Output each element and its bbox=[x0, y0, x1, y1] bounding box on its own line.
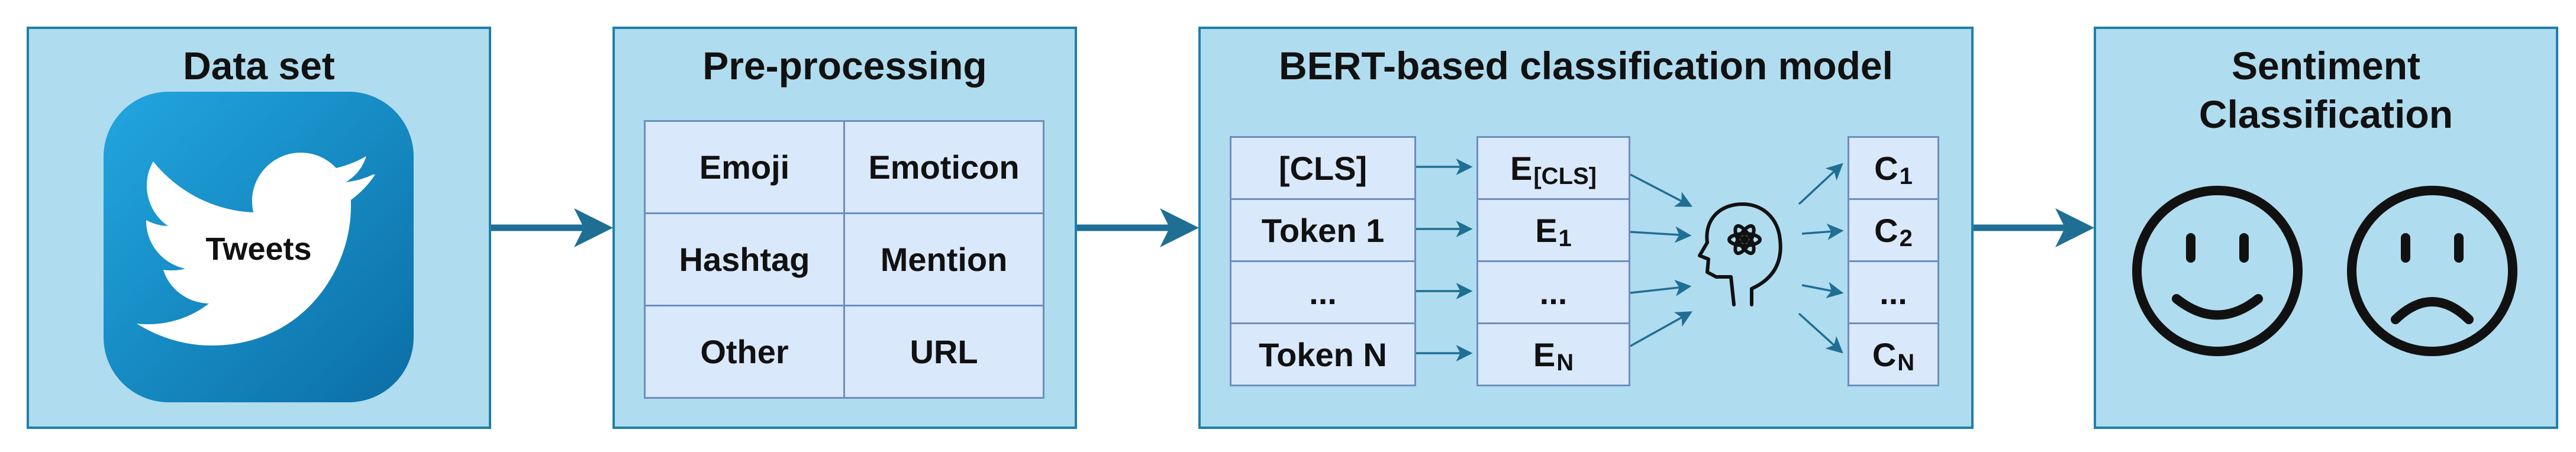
preprocessing-cell-emoticon: Emoticon bbox=[843, 120, 1044, 214]
sad-face-icon bbox=[2347, 186, 2517, 356]
input-token-n: Token N bbox=[1230, 322, 1416, 386]
arrow-emb-cls-to-model bbox=[1630, 173, 1693, 207]
input-token-cls: [CLS] bbox=[1230, 136, 1416, 200]
embedding-ellipsis: ... bbox=[1476, 260, 1630, 324]
output-ellipsis-base: ... bbox=[1879, 273, 1907, 311]
tweets-label: Tweets bbox=[205, 231, 312, 267]
arrow-model-to-cn bbox=[1798, 312, 1843, 354]
embedding-n-base: E bbox=[1533, 335, 1556, 373]
preprocessing-title: Pre-processing bbox=[702, 44, 987, 88]
output-cn-sub: N bbox=[1897, 349, 1915, 376]
sentiment-title-line2: Classification bbox=[2198, 92, 2454, 136]
embedding-cls-base: E bbox=[1510, 149, 1533, 187]
output-c2-base: C bbox=[1874, 211, 1898, 249]
embedding-cls-sub: [CLS] bbox=[1533, 163, 1597, 189]
output-c1-sub: 1 bbox=[1899, 163, 1913, 189]
embedding-n-sub: N bbox=[1556, 349, 1574, 376]
output-cn-base: C bbox=[1872, 335, 1897, 373]
preprocessing-cell-url: URL bbox=[843, 305, 1044, 399]
output-ellipsis: ... bbox=[1848, 260, 1939, 324]
arrow-model-to-c2 bbox=[1801, 223, 1844, 240]
sentiment-title-line1: Sentiment bbox=[2231, 44, 2421, 88]
embedding-cls: E[CLS] bbox=[1476, 136, 1630, 200]
bert-title: BERT-based classification model bbox=[1279, 44, 1893, 88]
arrow-emb-ellipsis-to-model bbox=[1630, 279, 1692, 296]
embedding-1-base: E bbox=[1535, 211, 1558, 249]
embedding-ellipsis-base: ... bbox=[1539, 273, 1568, 311]
arrow-emb-n-to-model bbox=[1630, 311, 1693, 347]
arrow-emb-1-to-model bbox=[1630, 226, 1692, 243]
output-c2-sub: 2 bbox=[1899, 225, 1913, 251]
twitter-bird-icon bbox=[104, 92, 414, 402]
embedding-1-sub: 1 bbox=[1558, 225, 1572, 251]
smiley-face-icon bbox=[2132, 186, 2303, 356]
sentiment-panel: Sentiment Classification bbox=[2094, 27, 2558, 429]
arrow-model-to-c1 bbox=[1798, 163, 1843, 205]
output-c1-base: C bbox=[1874, 149, 1898, 187]
arrow-model-to-ellipsis bbox=[1801, 282, 1844, 299]
preprocessing-cell-other: Other bbox=[644, 305, 845, 399]
brain-head-icon bbox=[1698, 202, 1782, 306]
preprocessing-cell-hashtag: Hashtag bbox=[644, 212, 845, 306]
dataset-title: Data set bbox=[183, 44, 335, 88]
